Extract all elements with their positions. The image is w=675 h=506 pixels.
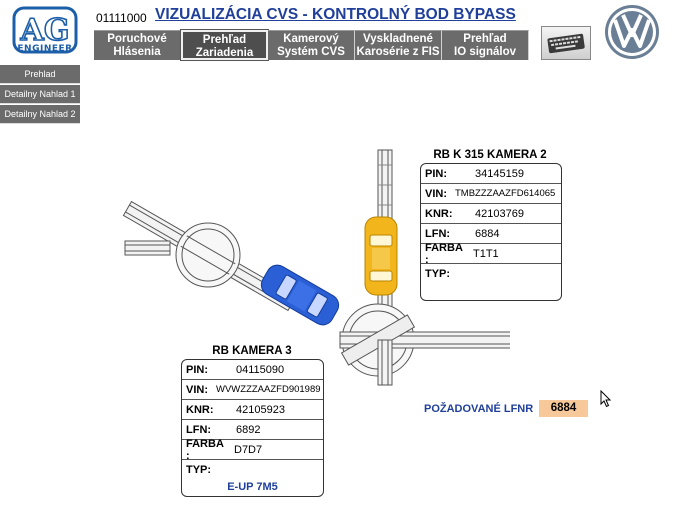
required-lfnr-label: POŽADOVANÉ LFNR — [424, 403, 534, 415]
typ-label: TYP: — [425, 268, 451, 280]
camera2-lfn-row: LFN: 6884 — [421, 224, 561, 244]
lfn-label: LFN: — [425, 227, 451, 240]
logo-text: ENGINEER — [17, 44, 73, 54]
nav-prehlad-zariadenia[interactable]: Prehľad Zariadenia — [180, 29, 269, 61]
nav-label: Karosérie z FIS — [356, 46, 440, 58]
camera2-farba-row: FARBA : T1T1 — [421, 241, 561, 266]
camera2-panel: PIN: 34145159 VIN: TMBZZZAAZFD614065 KNR: 4… — [420, 163, 562, 301]
left-conveyor-cross — [124, 240, 171, 256]
nav-label: Prehľad — [463, 33, 507, 45]
nav-label: Hlásenia — [113, 46, 161, 58]
farba-value: D7D7 — [234, 443, 263, 456]
knr-value: 42103769 — [475, 207, 524, 220]
pin-label: PIN: — [425, 167, 447, 180]
nav-label: Zariadenia — [195, 47, 254, 59]
lfn-value: 6892 — [236, 423, 261, 436]
nav-label: Poruchové — [107, 33, 167, 45]
camera3-typ-row: TYP: — [182, 460, 323, 480]
nav-label: Kamerový — [283, 33, 339, 45]
camera2-vin-row: VIN: TMBZZZAAZFD614065 — [421, 184, 561, 204]
nav-vyskladnene-karoserie[interactable]: Vyskladnené Karosérie z FIS — [355, 30, 442, 60]
knr-label: KNR: — [186, 403, 214, 416]
conveyor-diagram — [122, 149, 510, 386]
camera3-title: RB KAMERA 3 — [212, 345, 292, 357]
vin-value: WVWZZZAAZFD901989 — [216, 384, 321, 395]
camera3-knr-row: KNR: 42105923 — [182, 400, 323, 420]
nav-label: Vyskladnené — [363, 33, 433, 45]
farba-label: FARBA : — [425, 241, 463, 266]
vin-value: TMBZZZAAZFD614065 — [455, 188, 556, 199]
vin-label: VIN: — [186, 383, 208, 396]
engineer-logo: AG — [12, 6, 78, 54]
station-code: 01111000 — [96, 11, 147, 25]
required-lfnr-value: 6884 — [539, 400, 588, 417]
camera3-lfn-row: LFN: 6892 — [182, 420, 323, 440]
nav-label: Systém CVS — [277, 46, 345, 58]
keyboard-button[interactable] — [541, 26, 591, 60]
camera2-typ-row: TYP: — [421, 264, 561, 284]
mouse-cursor-icon — [600, 390, 612, 408]
knr-label: KNR: — [425, 207, 453, 220]
lfn-value: 6884 — [475, 227, 500, 240]
pin-value: 04115090 — [236, 363, 285, 376]
farba-value: T1T1 — [473, 247, 499, 260]
svg-text:AG: AG — [20, 13, 70, 48]
side-detailny-nahlad-1[interactable]: Detailny Nahlad 1 — [0, 85, 80, 104]
camera3-panel: PIN: 04115090 VIN: WVWZZZAAZFD901989 KNR: 4… — [181, 359, 324, 497]
camera2-knr-row: KNR: 42103769 — [421, 204, 561, 224]
yellow-car — [364, 216, 398, 296]
camera2-title: RB K 315 KAMERA 2 — [433, 149, 547, 161]
blue-car — [260, 264, 340, 326]
typ-value: E-UP 7M5 — [227, 481, 278, 493]
nav-label: IO signálov — [454, 46, 516, 58]
knr-value: 42105923 — [236, 403, 285, 416]
camera3-farba-row: FARBA : D7D7 — [182, 437, 323, 462]
camera3-vin-row: VIN: WVWZZZAAZFD901989 — [182, 380, 323, 400]
camera3-pin-row: PIN: 04115090 — [182, 360, 323, 380]
typ-label: TYP: — [186, 464, 212, 476]
side-detailny-nahlad-2[interactable]: Detailny Nahlad 2 — [0, 105, 80, 124]
camera2-pin-row: PIN: 34145159 — [421, 164, 561, 184]
vw-logo — [605, 5, 659, 59]
nav-poruchove-hlasenia[interactable]: Poruchové Hlásenia — [94, 30, 181, 60]
side-prehlad[interactable]: Prehlad — [0, 65, 80, 84]
nav-kamerovy-system[interactable]: Kamerový Systém CVS — [268, 30, 355, 60]
main-nav: Poruchové Hlásenia Prehľad Zariadenia Ka… — [94, 29, 529, 61]
farba-label: FARBA : — [186, 437, 224, 462]
nav-prehlad-io-signalov[interactable]: Prehľad IO signálov — [442, 30, 529, 60]
page-title: VIZUALIZÁCIA CVS - KONTROLNÝ BOD BYPASS — [155, 6, 516, 23]
pin-value: 34145159 — [475, 167, 524, 180]
vin-label: VIN: — [425, 187, 447, 200]
keyboard-icon — [547, 33, 585, 54]
lfn-label: LFN: — [186, 423, 212, 436]
pin-label: PIN: — [186, 363, 208, 376]
nav-label: Prehľad — [202, 34, 247, 46]
